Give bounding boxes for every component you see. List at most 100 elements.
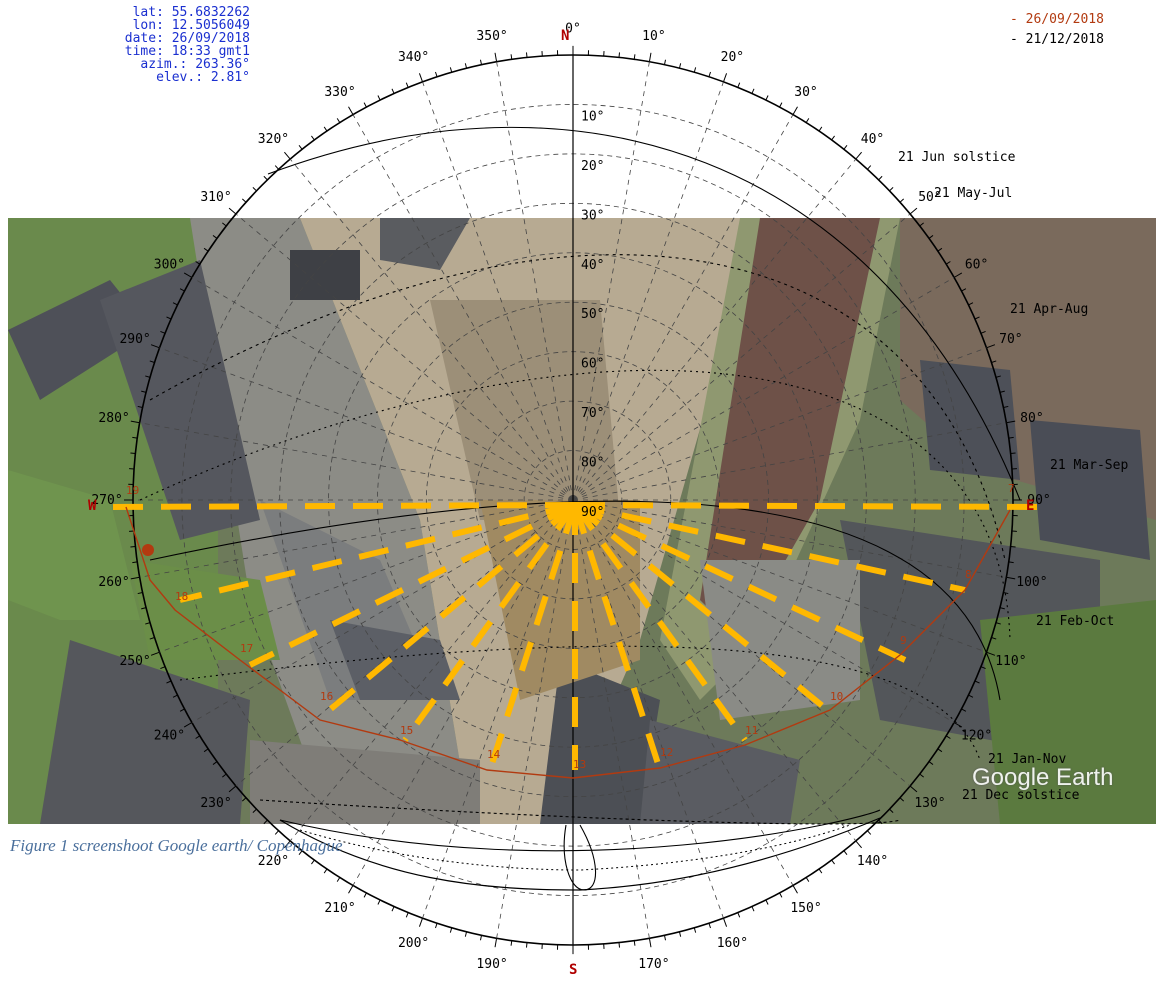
azimuth-tick bbox=[818, 868, 823, 874]
azimuth-tick bbox=[1010, 452, 1016, 454]
azimuth-line bbox=[572, 499, 1007, 578]
azimuth-tick bbox=[986, 651, 996, 656]
azimuth-tick bbox=[968, 302, 974, 306]
azimuth-line bbox=[191, 277, 574, 501]
azimuth-tick bbox=[298, 145, 303, 150]
azimuth-tick bbox=[130, 420, 140, 424]
azimuth-tick bbox=[633, 54, 636, 60]
cardinal-south: S bbox=[569, 962, 577, 978]
azimuth-tick bbox=[525, 52, 528, 58]
azimuth-tick bbox=[203, 247, 209, 252]
azimuth-tick bbox=[945, 735, 951, 739]
azimuth-tick bbox=[843, 850, 848, 855]
azimuth-line bbox=[572, 61, 650, 501]
azimuth-tick bbox=[831, 859, 835, 865]
azimuth-tick bbox=[228, 785, 237, 793]
shadow-ray bbox=[574, 502, 1041, 510]
azimuth-line bbox=[235, 499, 574, 787]
azimuth-tick bbox=[274, 165, 279, 170]
azimuth-tick bbox=[723, 917, 728, 927]
azimuth-line bbox=[572, 499, 650, 939]
azimuth-tick bbox=[995, 622, 1001, 625]
arc-dec-lower bbox=[279, 817, 881, 891]
azimuth-tick bbox=[172, 302, 178, 306]
azimuth-tick bbox=[137, 405, 143, 408]
shadow-ray bbox=[109, 502, 576, 510]
azimuth-tick bbox=[953, 722, 963, 728]
elevation-label: 80° bbox=[581, 456, 604, 471]
azimuth-tick bbox=[241, 797, 247, 802]
azimuth-tick bbox=[252, 187, 257, 192]
azimuth-tick bbox=[377, 899, 381, 905]
azimuth-tick bbox=[792, 106, 798, 115]
azimuth-label: 350° bbox=[476, 29, 507, 44]
azimuth-tick bbox=[418, 917, 423, 927]
azimuth-label: 250° bbox=[119, 654, 150, 669]
azimuth-tick bbox=[986, 344, 996, 349]
azimuth-label: 190° bbox=[476, 957, 507, 972]
azimuth-line bbox=[572, 499, 794, 886]
azimuth-tick bbox=[160, 666, 166, 670]
azimuth-line bbox=[289, 499, 574, 842]
azimuth-tick bbox=[195, 735, 201, 739]
date-legend: - 26/09/2018 - 21/12/2018 bbox=[1010, 10, 1104, 50]
azimuth-tick bbox=[980, 666, 986, 670]
elevation-text: elev.: 2.81° bbox=[156, 70, 250, 85]
azimuth-tick bbox=[999, 607, 1005, 610]
cardinal-north: N bbox=[561, 28, 569, 44]
hour-label: 12 bbox=[660, 746, 673, 759]
azimuth-tick bbox=[391, 906, 395, 912]
hour-label: 13 bbox=[573, 758, 586, 771]
azimuth-line bbox=[139, 499, 574, 578]
legend-date-1: - 26/09/2018 bbox=[1010, 12, 1104, 27]
azimuth-tick bbox=[708, 923, 711, 929]
azimuth-tick bbox=[995, 375, 1001, 378]
hour-label: 10 bbox=[830, 690, 843, 703]
azimuth-label: 260° bbox=[98, 575, 129, 590]
azimuth-tick bbox=[878, 175, 883, 181]
azimuth-tick bbox=[889, 808, 894, 813]
azimuth-label: 240° bbox=[154, 729, 185, 744]
azimuth-tick bbox=[348, 106, 354, 115]
azimuth-tick bbox=[203, 748, 209, 753]
azimuth-tick bbox=[298, 850, 303, 855]
shadow-ray bbox=[248, 502, 577, 668]
azimuth-label: 220° bbox=[258, 854, 289, 869]
azimuth-label: 20° bbox=[721, 50, 744, 65]
azimuth-tick bbox=[494, 52, 498, 62]
azimuth-tick bbox=[678, 931, 682, 937]
azimuth-tick bbox=[899, 797, 905, 802]
azimuth-tick bbox=[449, 927, 453, 933]
azimuth-tick bbox=[130, 576, 140, 580]
shadow-ray bbox=[573, 502, 907, 663]
curve-label-dec: 21 Dec solstice bbox=[962, 788, 1080, 803]
shadow-ray bbox=[573, 502, 832, 715]
azimuth-tick bbox=[751, 906, 755, 912]
azimuth-tick bbox=[263, 819, 268, 825]
azimuth-tick bbox=[765, 95, 769, 101]
azimuth-line bbox=[496, 61, 574, 501]
azimuth-tick bbox=[263, 175, 268, 181]
azimuth-tick bbox=[818, 126, 823, 132]
azimuth-tick bbox=[323, 126, 328, 132]
azimuth-tick bbox=[405, 82, 409, 88]
sun-path-line bbox=[125, 506, 1011, 779]
azimuth-line bbox=[572, 499, 987, 653]
azimuth-tick bbox=[831, 135, 835, 141]
azimuth-tick bbox=[909, 207, 918, 215]
azimuth-tick bbox=[867, 165, 872, 170]
azimuth-tick bbox=[999, 390, 1005, 393]
shadow-ray bbox=[318, 502, 577, 721]
azimuth-tick bbox=[937, 247, 943, 252]
azimuth-tick bbox=[132, 436, 138, 439]
azimuth-tick bbox=[145, 375, 151, 378]
current-sun-position bbox=[142, 544, 154, 556]
azimuth-tick bbox=[464, 63, 468, 69]
azimuth-tick bbox=[919, 773, 924, 778]
azimuth-tick bbox=[1006, 576, 1016, 580]
azimuth-label: 140° bbox=[857, 854, 888, 869]
azimuth-tick bbox=[166, 316, 172, 320]
arc-feb bbox=[179, 645, 981, 761]
azimuth-tick bbox=[618, 942, 621, 948]
